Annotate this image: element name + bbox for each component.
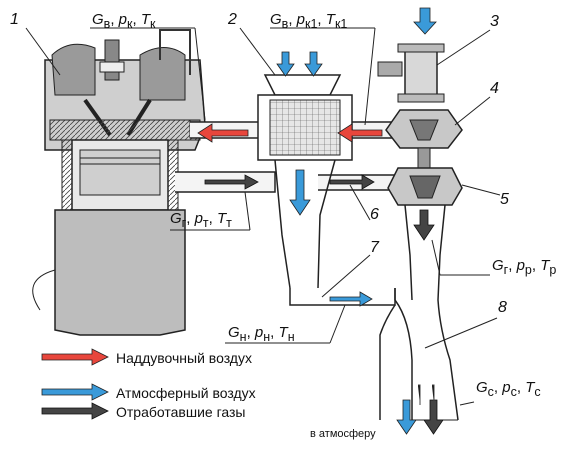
param-label-top-mid: Gв, pк1, Tк1 (270, 11, 348, 31)
exhaust-note: в атмосферу (310, 428, 376, 440)
param-label-bottom-mid: Gн, pн, Tн (228, 324, 295, 344)
param-label-mid-left: Gг, pт, Tт (170, 210, 232, 230)
param-label-bottom-right: Gс, pс, Tс (476, 379, 541, 399)
label-8: 8 (498, 299, 507, 316)
label-7: 7 (370, 239, 379, 256)
intercooler (257, 74, 353, 289)
turbocharger (377, 43, 463, 301)
engine (32, 29, 206, 336)
label-6: 6 (370, 206, 379, 223)
charge-air-arrows (197, 123, 383, 143)
legend-label-atmospheric-air: Атмосферный воздух (116, 385, 256, 401)
param-label-mid-right: Gг, pр, Tр (492, 257, 557, 277)
legend-arrow-atmospheric-air (41, 383, 109, 401)
param-label-top-left: Gв, pк, Tк (92, 11, 156, 31)
exhaust-arrows (204, 174, 444, 435)
label-1: 1 (10, 11, 19, 28)
label-4: 4 (490, 80, 499, 97)
leader-lines (25, 27, 501, 406)
legend-label-charge-air: Наддувочный воздух (116, 350, 252, 366)
label-5: 5 (500, 191, 509, 208)
legend-arrow-exhaust (41, 402, 109, 420)
legend-arrow-charge-air (41, 348, 109, 366)
atmospheric-air-arrows (276, 7, 437, 435)
label-2: 2 (228, 11, 237, 28)
label-3: 3 (490, 13, 499, 30)
legend-label-exhaust: Отработавшие газы (116, 404, 246, 420)
ejector (289, 288, 459, 421)
